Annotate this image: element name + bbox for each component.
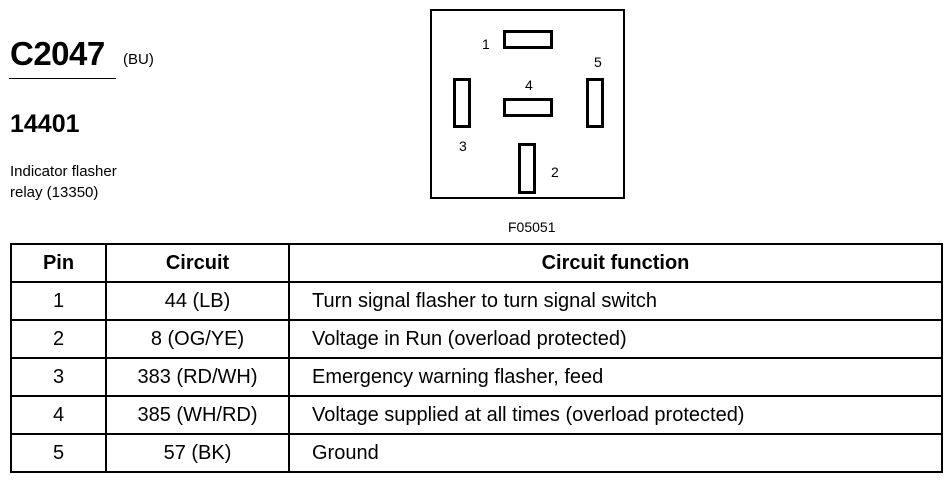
cell-function: Voltage supplied at all times (overload … [288, 395, 943, 435]
pin-label-2: 2 [551, 164, 559, 180]
table-row: 4 385 (WH/RD) Voltage supplied at all ti… [10, 395, 943, 435]
connector-color-code: (BU) [123, 51, 154, 68]
figure-id: F05051 [508, 219, 556, 235]
cell-pin: 5 [10, 433, 107, 473]
pin-label-4: 4 [525, 77, 533, 93]
description-line-1: Indicator flasher [10, 163, 117, 180]
cell-circuit: 383 (RD/WH) [105, 357, 290, 397]
terminal-1 [503, 30, 553, 49]
terminal-2 [518, 143, 536, 194]
cell-function: Voltage in Run (overload protected) [288, 319, 943, 359]
connector-id: C2047 [10, 35, 105, 72]
pinout-table: Pin Circuit Circuit function 1 44 (LB) T… [10, 243, 943, 473]
cell-pin: 1 [10, 281, 107, 321]
connector-id-underline [9, 78, 116, 79]
terminal-4 [503, 98, 553, 117]
cell-pin: 4 [10, 395, 107, 435]
connector-description: Indicator flasher relay (13350) [10, 161, 210, 203]
cell-function: Emergency warning flasher, feed [288, 357, 943, 397]
table-row: 1 44 (LB) Turn signal flasher to turn si… [10, 281, 943, 321]
table-row: 3 383 (RD/WH) Emergency warning flasher,… [10, 357, 943, 397]
terminal-5 [586, 78, 604, 128]
cell-circuit: 8 (OG/YE) [105, 319, 290, 359]
pin-label-1: 1 [482, 36, 490, 52]
table-header-row: Pin Circuit Circuit function [10, 243, 943, 283]
header-circuit: Circuit [105, 243, 290, 283]
header-circuit-function: Circuit function [288, 243, 943, 283]
part-number: 14401 [10, 110, 80, 138]
cell-circuit: 44 (LB) [105, 281, 290, 321]
table-row: 5 57 (BK) Ground [10, 433, 943, 473]
table-row: 2 8 (OG/YE) Voltage in Run (overload pro… [10, 319, 943, 359]
cell-pin: 3 [10, 357, 107, 397]
terminal-3 [453, 78, 471, 128]
cell-circuit: 57 (BK) [105, 433, 290, 473]
cell-function: Ground [288, 433, 943, 473]
header-pin: Pin [10, 243, 107, 283]
description-line-2: relay (13350) [10, 184, 99, 201]
pin-label-3: 3 [459, 138, 467, 154]
cell-circuit: 385 (WH/RD) [105, 395, 290, 435]
cell-function: Turn signal flasher to turn signal switc… [288, 281, 943, 321]
cell-pin: 2 [10, 319, 107, 359]
connector-face-diagram: 1 2 3 4 5 [430, 9, 625, 199]
pin-label-5: 5 [594, 54, 602, 70]
